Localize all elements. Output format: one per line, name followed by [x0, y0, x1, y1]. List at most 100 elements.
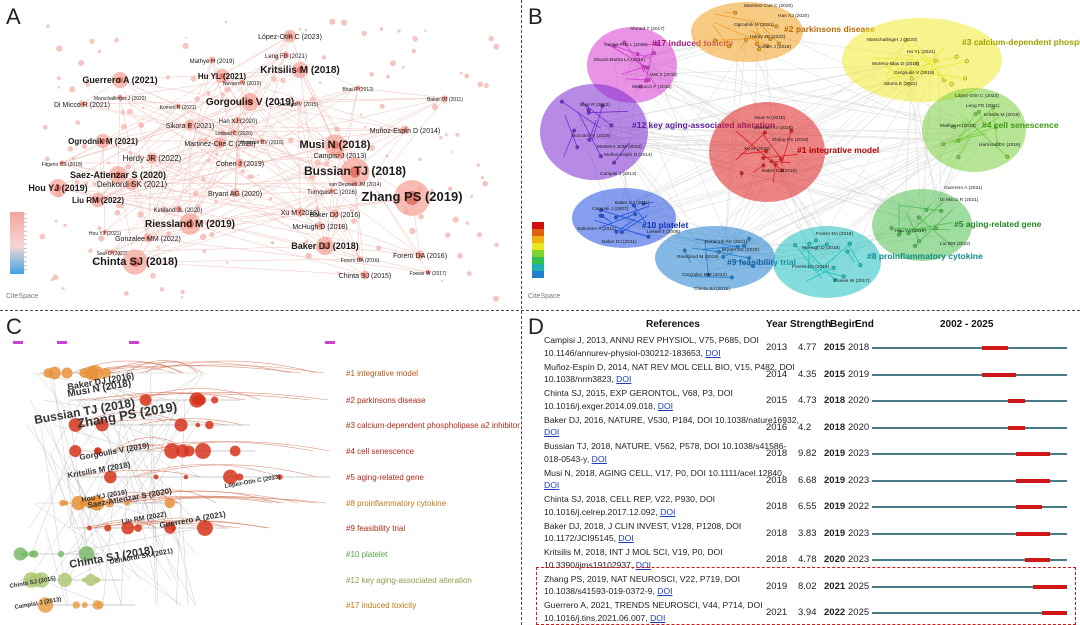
cluster-area	[872, 189, 972, 261]
node-label: Bussian TJ (2018)	[754, 125, 793, 131]
begin-cell: 2018	[824, 421, 846, 433]
background-node	[226, 261, 229, 264]
cluster-node	[655, 42, 660, 47]
citation-node: Navarro V (2019)	[223, 79, 262, 87]
node-label: Baker DJ (2018)	[291, 241, 359, 251]
doi-link[interactable]: DOI	[657, 400, 674, 411]
network-link	[57, 140, 263, 189]
cluster-area	[922, 88, 1026, 172]
network-link	[117, 174, 333, 192]
background-node	[128, 151, 133, 155]
node-label: Garcia-Prat L (2016)	[604, 42, 648, 48]
year-cell: 2016	[766, 421, 788, 433]
doi-link[interactable]: DOI	[650, 612, 666, 623]
background-node	[444, 232, 451, 238]
background-node	[85, 81, 91, 87]
background-node	[432, 104, 439, 111]
intra-link	[891, 227, 950, 231]
cluster-node	[941, 142, 946, 147]
node-label: Fitgerio CS (2018)	[42, 162, 83, 168]
background-node	[268, 197, 273, 201]
legend-swatch	[532, 236, 544, 243]
node-label: Leng FD (2021)	[966, 103, 1000, 109]
begin-cell: 2019	[824, 527, 846, 539]
background-node	[465, 221, 469, 225]
node-label: Liu RM (2022)	[72, 196, 124, 205]
intra-link	[763, 134, 782, 160]
burst-timeline	[872, 531, 1067, 536]
node-label: Mosteiro JCM (2014)	[597, 144, 642, 150]
background-node	[165, 231, 172, 237]
network-link	[324, 129, 406, 247]
timeline-row: #12 key aging-associated alteration	[20, 572, 472, 588]
year-cell: 2019	[766, 580, 788, 592]
cluster-node	[757, 47, 762, 52]
doi-link[interactable]: DOI	[591, 453, 607, 464]
network-link	[221, 75, 356, 184]
node-label: Gorgoulis V (2019)	[206, 97, 294, 108]
doi-link[interactable]: DOI	[635, 559, 652, 570]
network-link	[119, 96, 263, 142]
header-end: End	[855, 319, 874, 330]
burst-timeline	[872, 558, 1067, 562]
begin-cell: 2015	[824, 368, 846, 380]
intra-link	[957, 135, 972, 158]
reference-text: Chinta SJ, 2015, EXP GERONTOL, V68, P3, …	[544, 387, 799, 412]
end-cell: 2020	[848, 395, 870, 406]
reference-text: Guerrero A, 2021, TRENDS NEUROSCI, V44, …	[544, 599, 799, 624]
burst-bar	[1007, 425, 1025, 430]
cluster-node	[889, 226, 894, 231]
timeline-link	[53, 399, 82, 452]
burst-timeline	[872, 478, 1067, 483]
doi-link[interactable]: DOI	[544, 427, 560, 437]
cluster-node	[956, 138, 961, 143]
citation-node: van Deursen JM (2014)	[329, 180, 381, 188]
node-label: Ogrodnik M (2021)	[68, 137, 138, 146]
doi-link[interactable]: DOI	[657, 586, 673, 596]
network-link	[97, 190, 333, 201]
panel-label-a: A	[6, 4, 21, 29]
timeline-view-svg: #1 integrative model#2 parkinsons diseas…	[9, 341, 520, 613]
node-label: Limbad C (2020)	[215, 131, 253, 137]
panel-a-cocitation-network: A López-Otín C (2023)Leng FD (2021)Mathy…	[0, 0, 520, 310]
end-cell: 2023	[848, 554, 870, 565]
background-node	[418, 213, 425, 220]
doi-link[interactable]: DOI	[544, 480, 560, 490]
timeline-arc	[136, 464, 317, 478]
background-node	[288, 97, 292, 101]
node-label: Campisi J (2007)	[592, 206, 629, 212]
highlight-box	[536, 567, 1076, 625]
cluster-node	[954, 54, 959, 59]
intra-link	[695, 238, 738, 248]
intra-link	[886, 39, 907, 77]
burst-row: Guerrero A, 2021, TRENDS NEUROSCI, V44, …	[522, 599, 1080, 625]
timeline-node	[164, 522, 176, 534]
timeline-link	[29, 399, 90, 504]
timeline-node	[205, 420, 214, 430]
doi-link[interactable]: DOI	[660, 506, 676, 517]
node-core	[260, 139, 264, 143]
background-node	[315, 206, 320, 210]
year-cell: 2013	[766, 342, 788, 353]
node-label: Bryant AG (2020)	[208, 191, 262, 198]
cluster-node	[833, 278, 838, 283]
cluster-node	[993, 125, 998, 130]
timeline-node	[95, 601, 104, 609]
background-node	[271, 75, 277, 82]
intra-link	[954, 122, 967, 128]
cluster-area	[540, 84, 648, 180]
timeline-link	[93, 424, 205, 529]
doi-link[interactable]: DOI	[618, 533, 634, 543]
doi-link[interactable]: DOI	[616, 374, 632, 384]
background-node	[182, 42, 189, 50]
intra-link	[906, 43, 952, 85]
network-link	[331, 87, 359, 192]
network-link	[119, 69, 301, 98]
node-label: McHugh D (2018)	[802, 245, 840, 251]
network-link	[97, 119, 239, 201]
doi-link[interactable]: DOI	[705, 347, 721, 358]
burst-row: Zhang PS, 2019, NAT NEUROSCI, V22, P719,…	[522, 573, 1080, 601]
citation-node: Riessland M (2019)	[145, 213, 235, 235]
node-label: Leng FD (2021)	[265, 54, 307, 60]
node-core	[296, 66, 304, 74]
